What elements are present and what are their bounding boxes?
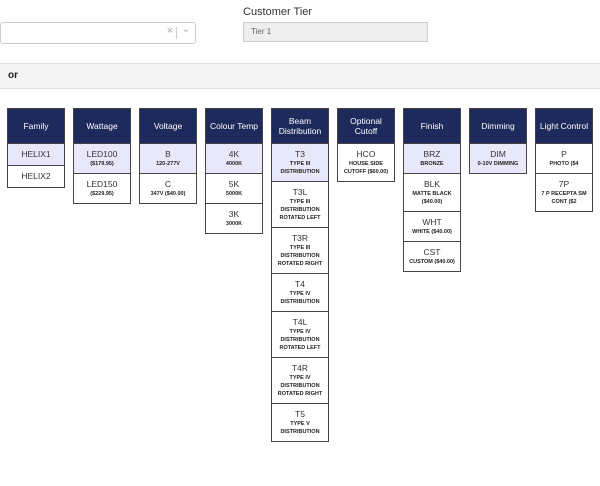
option-description: 5000K xyxy=(225,191,243,197)
option-code: 4K xyxy=(228,149,240,159)
option-code: T3R xyxy=(291,233,309,243)
option-description: 3000K xyxy=(225,221,243,227)
option-brz[interactable]: BRZ BRONZE xyxy=(404,143,460,173)
option-code: HCO xyxy=(356,149,376,159)
option-t4l[interactable]: T4L TYPE IV DISTRIBUTION ROTATED LEFT xyxy=(272,311,328,357)
column-header: Wattage xyxy=(74,109,130,143)
option-t4r[interactable]: T4R TYPE IV DISTRIBUTION ROTATED RIGHT xyxy=(272,357,328,403)
option-code: LED100 xyxy=(86,149,118,159)
option-t3l[interactable]: T3L TYPE III DISTRIBUTION ROTATED LEFT xyxy=(272,181,328,227)
option-code: WHT xyxy=(422,217,442,227)
option-description: ($229.95) xyxy=(90,191,114,197)
option-description: PHOTO ($4 xyxy=(549,161,579,167)
option-column-colour-temp: Colour Temp 4K 4000K 5K 5000K 3K 3000K xyxy=(205,108,263,234)
option-code: HELIX1 xyxy=(21,149,51,159)
option-code: C xyxy=(164,179,172,189)
column-header: Family xyxy=(8,109,64,143)
option-hco[interactable]: HCO HOUSE SIDE CUTOFF ($60.00) xyxy=(338,143,394,181)
option-3k[interactable]: 3K 3000K xyxy=(206,203,262,233)
option-led150[interactable]: LED150 ($229.95) xyxy=(74,173,130,203)
option-helix2[interactable]: HELIX2 xyxy=(8,165,64,187)
option-description: TYPE III DISTRIBUTION ROTATED LEFT xyxy=(279,199,321,221)
option-cst[interactable]: CST CUSTOM ($40.00) xyxy=(404,241,460,271)
option-description: ($179.95) xyxy=(90,161,114,167)
clear-icon[interactable]: × xyxy=(166,25,173,37)
column-header: Beam Distribution xyxy=(272,109,328,143)
option-code: BRZ xyxy=(423,149,441,159)
option-5k[interactable]: 5K 5000K xyxy=(206,173,262,203)
option-code: 3K xyxy=(228,209,240,219)
option-code: T3 xyxy=(295,149,305,159)
option-p[interactable]: P PHOTO ($4 xyxy=(536,143,592,173)
option-description: WHITE ($40.00) xyxy=(412,229,452,235)
option-code: T4 xyxy=(295,279,305,289)
column-header: Optional Cutoff xyxy=(338,109,394,143)
option-code: T4L xyxy=(292,317,308,327)
option-description: CUSTOM ($40.00) xyxy=(409,259,455,265)
section-header: or xyxy=(0,63,600,89)
customer-tier-field: Tier 1 xyxy=(243,22,428,42)
option-description: BRONZE xyxy=(420,161,444,167)
option-code: T4R xyxy=(291,363,309,373)
option-b[interactable]: B 120-277V xyxy=(140,143,196,173)
option-code: B xyxy=(165,149,171,159)
option-description: 4000K xyxy=(225,161,243,167)
option-4k[interactable]: 4K 4000K xyxy=(206,143,262,173)
option-dim[interactable]: DIM 0-10V DIMMING xyxy=(470,143,526,173)
option-description: TYPE IV DISTRIBUTION ROTATED LEFT xyxy=(279,329,321,351)
option-description: 0-10V DIMMING xyxy=(477,161,519,167)
column-header: Light Control xyxy=(536,109,592,143)
option-code: T5 xyxy=(295,409,305,419)
option-code: DIM xyxy=(490,149,506,159)
customer-tier-label: Customer Tier xyxy=(243,6,313,18)
option-description: 7 P RECEPTA SM CONT ($2 xyxy=(541,191,587,205)
option-description: 347V ($40.00) xyxy=(150,191,186,197)
column-header: Dimming xyxy=(470,109,526,143)
option-code: 5K xyxy=(228,179,240,189)
option-description: TYPE III DISTRIBUTION xyxy=(280,161,320,175)
option-description: TYPE IV DISTRIBUTION xyxy=(280,291,320,305)
option-blk[interactable]: BLK MATTE BLACK ($40.00) xyxy=(404,173,460,211)
option-description: TYPE IV DISTRIBUTION ROTATED RIGHT xyxy=(277,375,323,397)
option-description: HOUSE SIDE CUTOFF ($60.00) xyxy=(343,161,389,175)
chevron-down-icon[interactable]: ⌄ xyxy=(181,24,190,35)
product-select[interactable]: × ⌄ xyxy=(0,22,196,44)
column-header: Colour Temp xyxy=(206,109,262,143)
option-description: MATTE BLACK ($40.00) xyxy=(412,191,452,205)
option-code: T3L xyxy=(292,187,308,197)
option-description: TYPE III DISTRIBUTION ROTATED RIGHT xyxy=(277,245,323,267)
option-code: BLK xyxy=(423,179,441,189)
option-code: LED150 xyxy=(86,179,118,189)
option-helix1[interactable]: HELIX1 xyxy=(8,143,64,165)
option-code: P xyxy=(561,149,567,159)
option-code: CST xyxy=(423,247,441,257)
option-description: TYPE V DISTRIBUTION xyxy=(280,421,320,435)
option-t3r[interactable]: T3R TYPE III DISTRIBUTION ROTATED RIGHT xyxy=(272,227,328,273)
section-title: or xyxy=(8,70,18,81)
divider xyxy=(176,27,177,39)
column-header: Finish xyxy=(404,109,460,143)
option-code: 7P xyxy=(558,179,570,189)
option-code: HELIX2 xyxy=(21,171,51,181)
option-7p[interactable]: 7P 7 P RECEPTA SM CONT ($2 xyxy=(536,173,592,211)
option-c[interactable]: C 347V ($40.00) xyxy=(140,173,196,203)
option-wht[interactable]: WHT WHITE ($40.00) xyxy=(404,211,460,241)
column-header: Voltage xyxy=(140,109,196,143)
option-led100[interactable]: LED100 ($179.95) xyxy=(74,143,130,173)
option-description: 120-277V xyxy=(156,161,180,167)
